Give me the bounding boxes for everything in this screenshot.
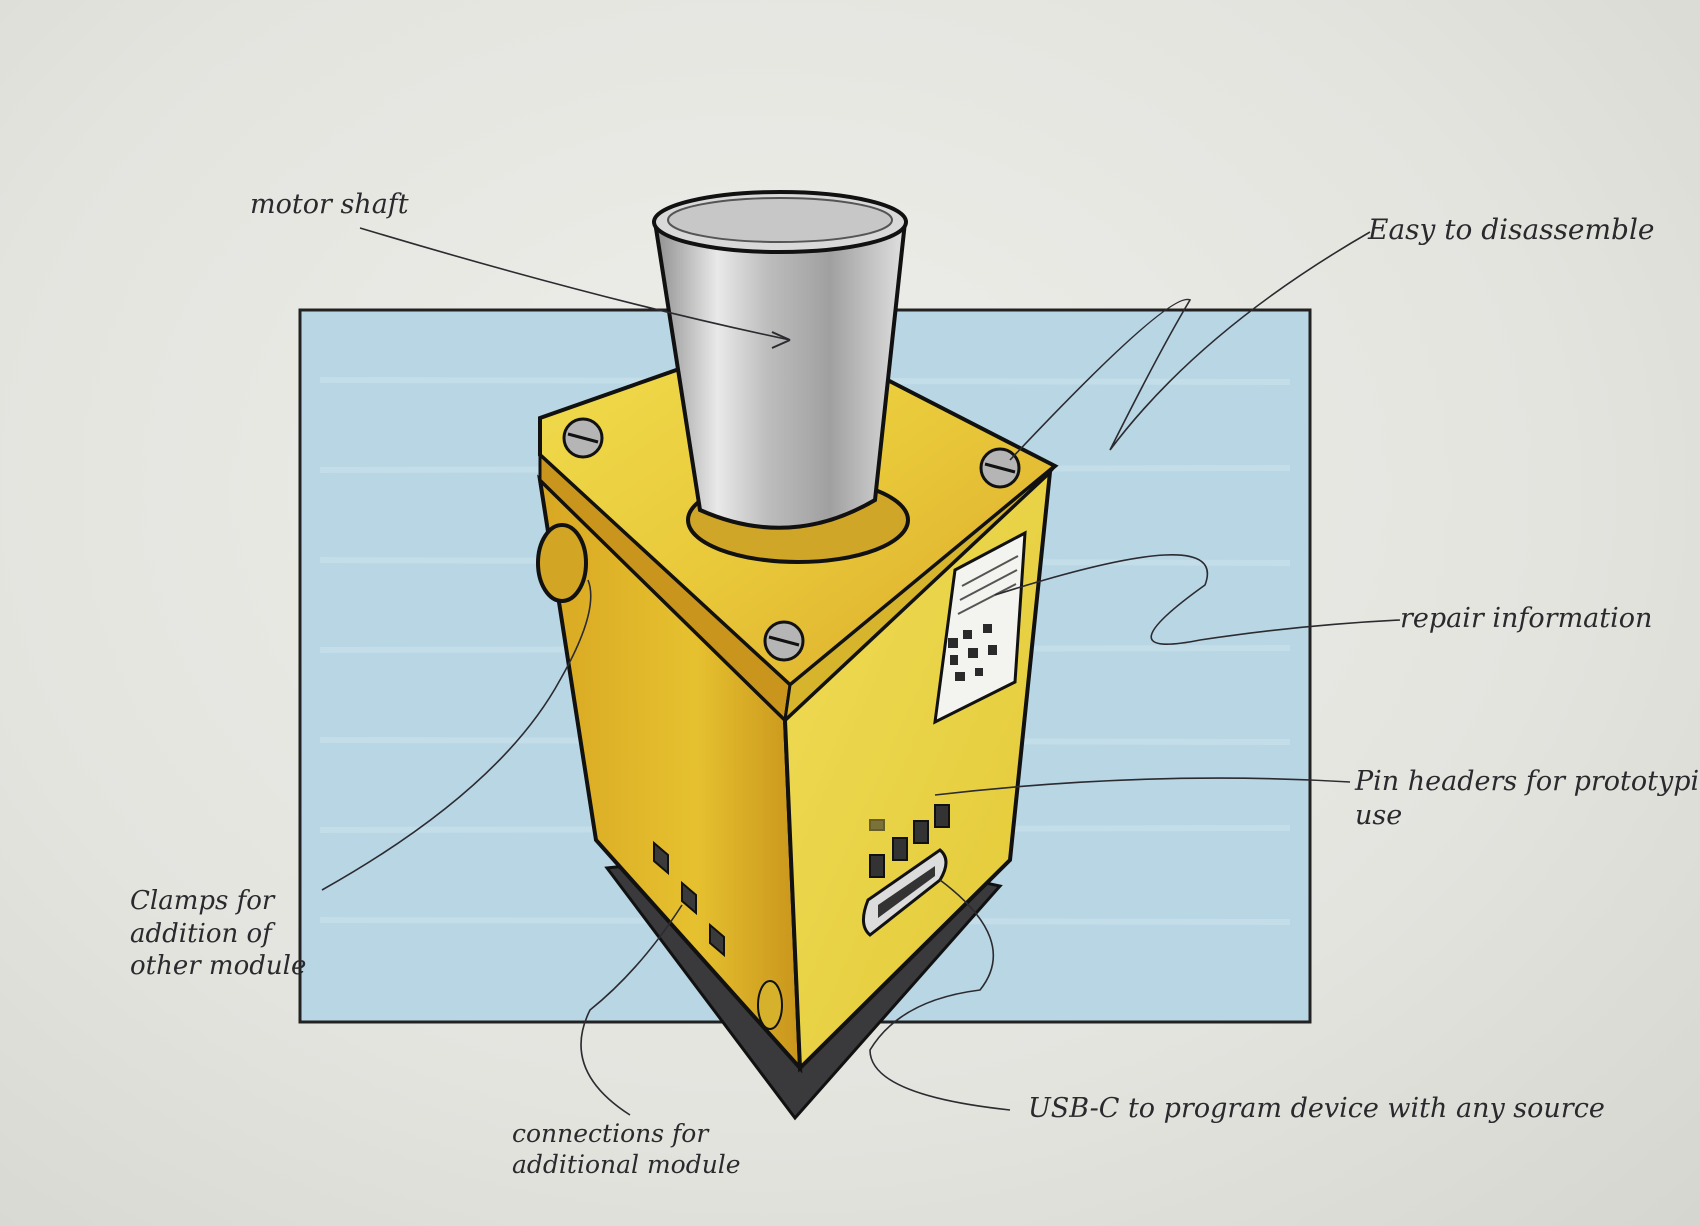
annotation-clamps: Clamps for addition of other module [130,885,306,983]
screw-icon [564,419,602,457]
annotation-text: other module [130,950,306,983]
annotation-connections: connections for additional module [512,1118,741,1181]
annotation-repair-information: repair information [1400,602,1652,636]
annotation-text: USB-C to program device with any source [1028,1093,1605,1124]
annotation-usb-c: USB-C to program device with any source [1028,1092,1605,1126]
annotation-text: additional module [512,1149,741,1180]
side-clamp [538,525,586,601]
annotation-text: addition of [130,918,306,951]
annotation-text: Easy to disassemble [1368,213,1654,246]
screw-icon [765,622,803,660]
annotation-text: Pin headers for prototyping [1355,765,1700,799]
annotation-text: connections for [512,1118,741,1149]
annotation-text: Clamps for [130,885,306,918]
screw-icon [981,449,1019,487]
annotation-text: repair information [1400,603,1652,634]
annotation-motor-shaft: motor shaft [250,188,409,222]
annotation-easy-disassemble: Easy to disassemble [1368,212,1654,247]
annotation-text: use [1355,799,1700,833]
annotation-text: motor shaft [250,189,409,220]
annotation-pin-headers: Pin headers for prototyping use [1355,765,1700,833]
